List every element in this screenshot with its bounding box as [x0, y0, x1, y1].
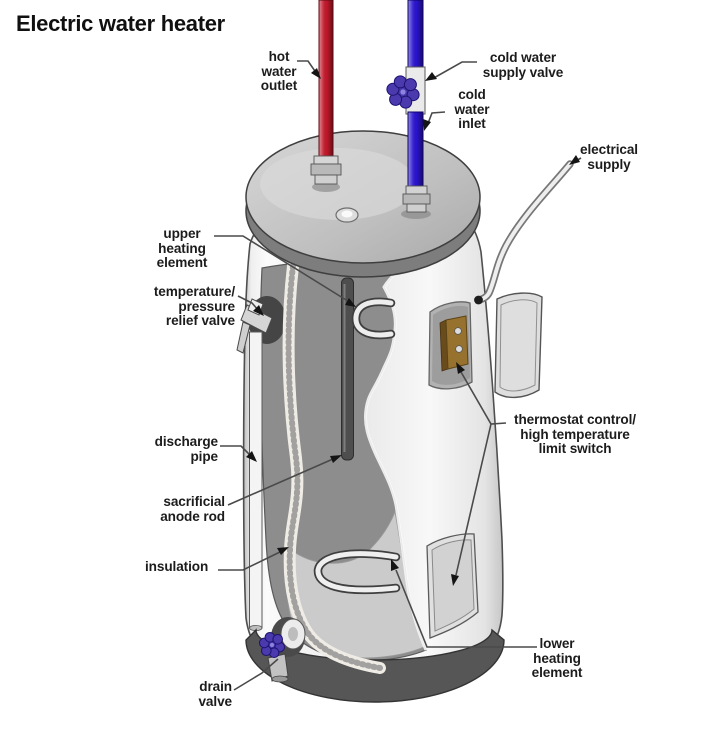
hot-water-pipe [310, 0, 342, 192]
leader-hot-water-outlet [297, 60, 318, 75]
leader-drain-valve [233, 658, 279, 691]
cold-pipe-upper-shade [407, 0, 424, 70]
leader-lines [214, 60, 582, 691]
label-line: valve [198, 693, 232, 709]
label-cold-water-supply-valve: cold water supply valve [470, 50, 576, 80]
label-cold-water-inlet: cold water inlet [443, 87, 501, 132]
tp-valve-assembly [236, 296, 286, 632]
label-line: element [531, 665, 583, 681]
cold-supply-valve-handle [386, 75, 420, 109]
arrowhead [391, 559, 399, 571]
arrowhead [423, 119, 431, 131]
label-electrical-supply: electrical supply [571, 142, 647, 172]
thermostat-screw [455, 345, 463, 353]
page-title: Electric water heater [16, 11, 225, 36]
tank-internals [313, 277, 401, 595]
leader-arrowheads [246, 68, 580, 586]
label-line: cold [458, 87, 486, 102]
leader-anode-rod [227, 458, 334, 506]
drain-valve [259, 617, 306, 683]
label-line: drain [199, 679, 232, 694]
cold-pipe-lower-shade [407, 111, 424, 189]
drain-spout [267, 653, 289, 682]
label-drain-valve: drain valve [150, 679, 232, 709]
thermostat-box [445, 315, 469, 370]
leader-insulation [218, 550, 283, 571]
label-discharge-pipe: discharge pipe [118, 434, 218, 464]
label-line: heating [533, 650, 581, 666]
drain-valve-handle [259, 632, 286, 659]
insulation-band [282, 260, 386, 674]
cold-pipe-fitting [402, 185, 431, 213]
arrowhead [246, 451, 257, 462]
label-thermostat-control: thermostat control/ high temperature lim… [493, 412, 657, 457]
leader-upper-heating-element [214, 235, 352, 304]
label-line: element [156, 255, 208, 271]
lid-port-center [341, 210, 353, 218]
access-cover-removed [494, 292, 543, 399]
label-upper-heating-element: upper heating element [145, 226, 219, 271]
hot-pipe-shade [318, 0, 334, 161]
label-line: outlet [260, 78, 298, 94]
label-line: insulation [145, 559, 209, 574]
arrowhead [330, 455, 342, 463]
label-line: upper [163, 226, 201, 241]
label-line: supply valve [482, 64, 564, 80]
arrowhead [253, 305, 264, 316]
arrowhead [451, 574, 459, 586]
label-line: anode rod [160, 508, 225, 524]
arrowhead [311, 68, 321, 79]
lower-heating-element [313, 549, 401, 595]
conduit-entry [474, 295, 483, 305]
thermostat-screw [454, 327, 462, 335]
label-line: pressure [178, 298, 235, 314]
label-line: heating [158, 240, 206, 256]
tp-valve-lever [236, 321, 251, 354]
arrowhead [425, 72, 437, 81]
hot-pipe-fitting [310, 155, 342, 185]
leader-lower-heating-element [395, 569, 537, 648]
upper-heating-element [351, 297, 396, 340]
label-line: discharge [154, 434, 218, 449]
label-line: temperature/ [153, 284, 235, 299]
label-hot-water-outlet: hot water outlet [249, 49, 309, 94]
label-line: supply [587, 156, 631, 172]
cold-water-pipe [386, 0, 431, 219]
label-lower-heating-element: lower heating element [510, 636, 604, 681]
drain-flange-center [288, 627, 298, 641]
label-line: electrical [580, 142, 638, 157]
arrowhead [456, 362, 465, 374]
label-line: cold water [489, 50, 557, 65]
label-line: relief valve [165, 313, 235, 329]
tank-lid [245, 130, 481, 278]
label-temperature-pressure-relief-valve: temperature/ pressure relief valve [99, 284, 235, 329]
discharge-pipe [249, 331, 263, 629]
label-insulation: insulation [145, 559, 225, 575]
label-line: thermostat control/ [514, 412, 636, 427]
lid-highlight [260, 148, 416, 220]
drain-spout-tip [271, 675, 289, 683]
label-line: limit switch [538, 441, 612, 457]
fitting-shadow [312, 182, 340, 192]
leader-discharge-pipe [220, 445, 253, 458]
leader-thermostat-control [455, 371, 507, 576]
label-line: water [261, 63, 297, 79]
label-line: hot [268, 49, 290, 64]
label-line: inlet [458, 116, 486, 132]
label-line: water [454, 101, 490, 117]
label-line: high temperature [520, 426, 630, 442]
arrowhead [569, 155, 580, 165]
electrical-conduit [474, 160, 574, 305]
label-line: lower [539, 636, 575, 651]
thermostat-assembly [428, 301, 473, 390]
tp-valve-body [240, 304, 273, 334]
leader-cold-water-supply-valve [431, 61, 477, 80]
label-line: sacrificial [163, 494, 225, 509]
arrowhead [345, 298, 356, 307]
label-sacrificial-anode-rod: sacrificial anode rod [112, 494, 225, 524]
label-line: pipe [190, 448, 218, 464]
arrowhead [277, 547, 289, 555]
